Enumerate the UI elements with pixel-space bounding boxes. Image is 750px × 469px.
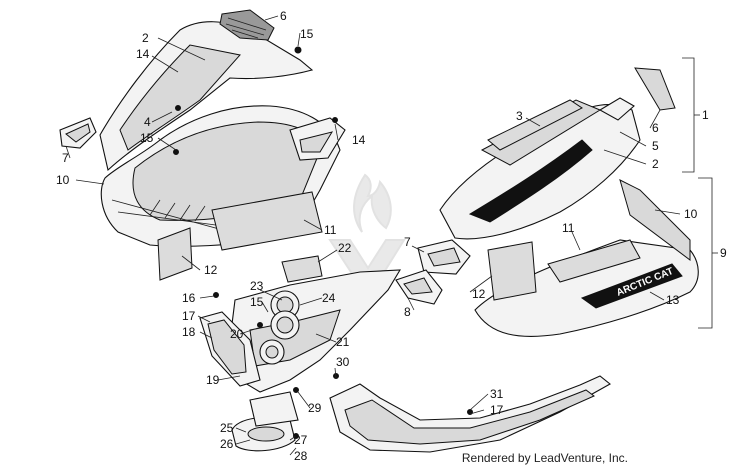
left-foam-pads	[157, 191, 323, 281]
callout-23: 23	[250, 279, 264, 293]
callout-10-right: 10	[684, 207, 698, 221]
callout-13: 13	[666, 293, 680, 307]
belly-pan-assembly	[199, 255, 611, 453]
callout-25: 25	[220, 421, 234, 435]
center-brackets	[395, 239, 471, 305]
callout-8: 8	[404, 305, 411, 319]
arctic-cat-decal	[580, 263, 683, 309]
callout-17-left: 17	[182, 309, 196, 323]
callout-4: 4	[144, 115, 151, 129]
hood-inner-panel	[132, 121, 323, 221]
duct-insert-22	[281, 255, 323, 283]
side-decal-stripe	[468, 139, 593, 223]
left-hood-assembly	[59, 9, 346, 247]
foam-pad-12-right	[487, 241, 537, 301]
foam-pad-11-left	[211, 191, 323, 251]
callout-12-right: 12	[472, 287, 486, 301]
callout-16: 16	[182, 291, 196, 305]
callout-20: 20	[230, 327, 244, 341]
callout-6-top: 6	[280, 9, 287, 23]
callout-15-low: 15	[250, 295, 264, 309]
callout-14-left: 14	[136, 47, 150, 61]
callout-2-right: 2	[652, 157, 659, 171]
callout-28: 28	[294, 449, 308, 463]
callout-24: 24	[322, 291, 336, 305]
right-lower-side-panel: ARCTIC CAT	[474, 179, 699, 337]
callout-31: 31	[490, 387, 504, 401]
callout-12-left: 12	[204, 263, 218, 277]
callout-11-right: 11	[562, 221, 575, 235]
callout-17-right: 17	[490, 403, 504, 417]
right-upper-side-panel	[439, 67, 676, 240]
callout-3: 3	[516, 109, 523, 123]
side-panel-clip	[634, 67, 676, 111]
callout-19: 19	[206, 373, 220, 387]
callout-labels: 6 15 2 14 4 15 14 7 10 11 12 22 3 1 6 5 …	[56, 9, 727, 463]
callout-9: 9	[720, 246, 727, 260]
callout-21: 21	[336, 335, 350, 349]
callout-26: 26	[220, 437, 234, 451]
callout-14-right: 14	[352, 133, 366, 147]
callout-5: 5	[652, 139, 659, 153]
foam-pad-11-right	[547, 239, 641, 283]
callout-2-left: 2	[142, 31, 149, 45]
callout-29: 29	[308, 401, 322, 415]
callout-15-top: 15	[300, 27, 314, 41]
callout-11-left: 11	[324, 223, 337, 237]
callout-10-left: 10	[56, 173, 70, 187]
callout-22: 22	[338, 241, 352, 255]
vent-grille	[219, 9, 275, 41]
render-credit: Rendered by LeadVenture, Inc.	[461, 451, 628, 465]
callout-1: 1	[702, 108, 709, 122]
callout-30: 30	[336, 355, 350, 369]
callout-7-left: 7	[62, 151, 69, 165]
callout-7-right: 7	[404, 235, 411, 249]
foam-pad-12-left	[157, 227, 193, 281]
callout-6-right: 6	[652, 121, 659, 135]
callout-27: 27	[294, 433, 308, 447]
leader-lines	[65, 15, 681, 456]
group-brackets	[682, 57, 718, 329]
callout-15-mid: 15	[140, 131, 154, 145]
callout-18: 18	[182, 325, 196, 339]
